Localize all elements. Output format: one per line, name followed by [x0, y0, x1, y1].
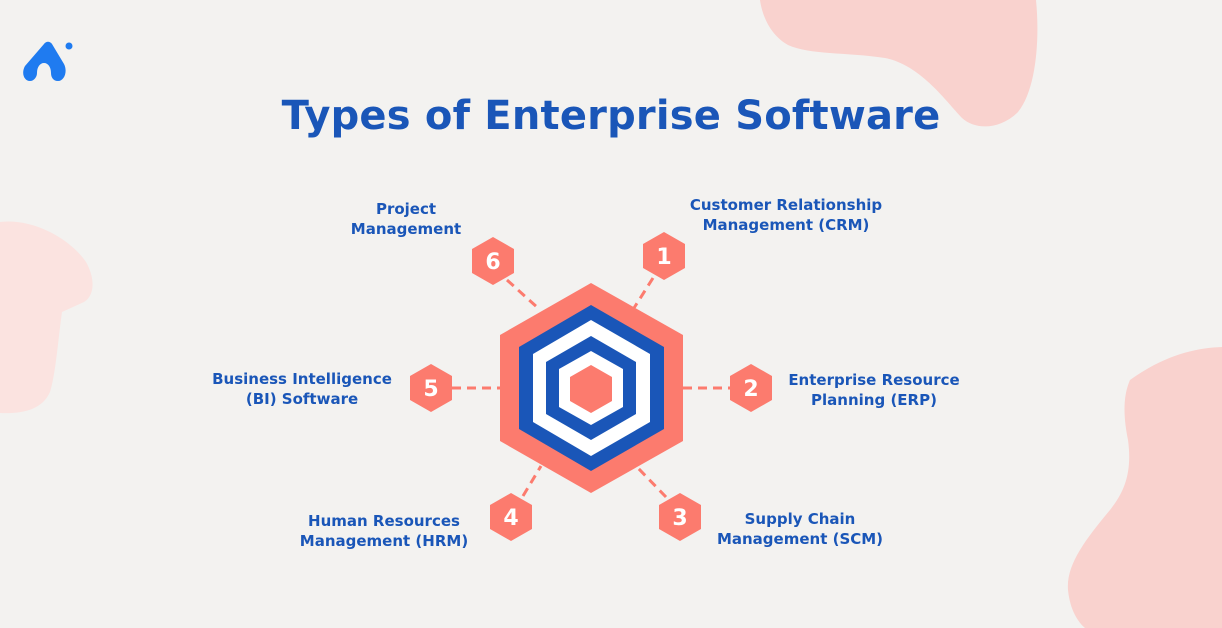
badge-2: 2 [730, 364, 772, 412]
logo [23, 41, 73, 81]
label-hrm: Human Resources Management (HRM) [294, 511, 474, 551]
svg-text:1: 1 [656, 245, 671, 270]
label-pm-line1: Project [375, 200, 437, 218]
connector-4 [521, 465, 543, 497]
label-bi-line2: (BI) Software [245, 390, 359, 408]
label-bi: Business Intelligence (BI) Software [197, 369, 407, 409]
label-crm-line2: Management (CRM) [702, 216, 870, 234]
badge-6: 6 [472, 237, 514, 285]
connector-3 [635, 465, 668, 499]
label-pm-line2: Management [350, 220, 462, 238]
label-crm-line1: Customer Relationship [689, 196, 883, 214]
top-right-blob [760, 0, 1038, 127]
label-scm: Supply Chain Management (SCM) [710, 509, 890, 549]
badge-1: 1 [643, 232, 685, 280]
concentric-hexagon-icon [500, 283, 683, 493]
label-crm: Customer Relationship Management (CRM) [676, 195, 896, 235]
label-project-management: Project Management [336, 199, 476, 239]
label-erp-line2: Planning (ERP) [811, 391, 937, 409]
bottom-right-blob [1067, 347, 1222, 628]
badge-4: 4 [490, 493, 532, 541]
label-bi-line1: Business Intelligence [212, 370, 392, 388]
connector-6 [505, 278, 540, 310]
left-blob [0, 221, 93, 414]
badge-3: 3 [659, 493, 701, 541]
page-title: Types of Enterprise Software [281, 93, 941, 139]
label-hrm-line1: Human Resources [308, 512, 460, 530]
label-hrm-line2: Management (HRM) [299, 532, 469, 550]
svg-text:2: 2 [743, 377, 758, 402]
label-erp-line1: Enterprise Resource [788, 371, 960, 389]
label-scm-line2: Management (SCM) [716, 530, 884, 548]
connector-lines [452, 277, 730, 499]
connector-1 [632, 277, 655, 309]
label-scm-line1: Supply Chain [744, 510, 856, 528]
arch-logo-icon [23, 41, 73, 81]
svg-text:4: 4 [503, 506, 518, 531]
badge-5: 5 [410, 364, 452, 412]
svg-text:5: 5 [423, 377, 438, 402]
svg-text:6: 6 [485, 250, 500, 275]
label-erp: Enterprise Resource Planning (ERP) [774, 370, 974, 410]
svg-text:3: 3 [672, 506, 687, 531]
